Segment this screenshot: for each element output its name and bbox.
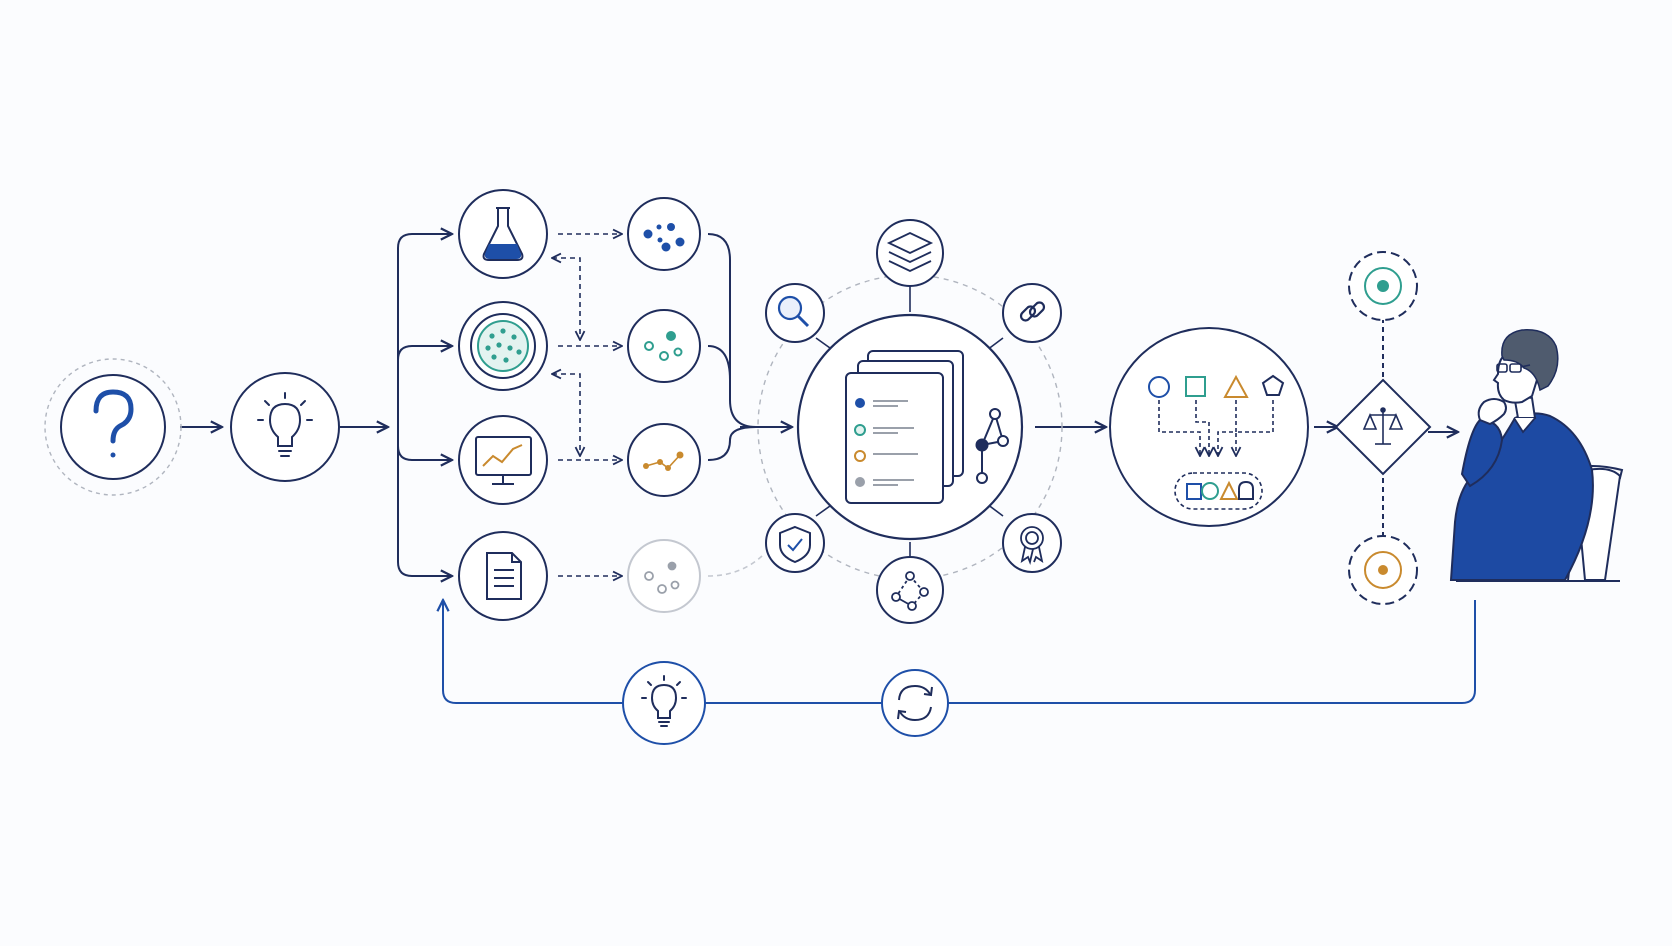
layers-icon: [886, 232, 934, 272]
teal-dots-icon: [644, 331, 683, 361]
satellite-magnifier: [765, 283, 825, 343]
source-monitor-node: [458, 415, 548, 505]
blue-dots-icon: [643, 223, 685, 252]
branch-to-monitor: [397, 445, 452, 460]
merge-low: [707, 426, 757, 461]
document-icon: [486, 552, 522, 600]
shield-check-icon: [779, 525, 811, 564]
satellite-award: [1002, 513, 1062, 573]
source-document-node: [458, 531, 548, 621]
evidence-amber-node: [627, 423, 701, 497]
refresh-cycle-icon: [897, 684, 933, 722]
connectors: [180, 234, 1458, 576]
glasses: [1496, 363, 1531, 373]
scales-icon: [1362, 407, 1404, 445]
source-petri-node: [458, 301, 548, 391]
flask-icon: [482, 207, 524, 261]
graph-nodes-icon: [975, 408, 1009, 484]
magnifier-icon: [777, 295, 810, 328]
stacked-documents-icon: [845, 350, 964, 504]
evidence-gray-node: [627, 539, 701, 613]
merge-mid: [707, 345, 731, 381]
question-node: [44, 358, 182, 496]
hub-orbit-ring: [757, 274, 1063, 580]
link-icon: [1019, 301, 1046, 322]
person-collar: [1513, 417, 1536, 434]
branch-to-document: [397, 561, 452, 576]
satellite-network: [876, 556, 944, 624]
gray-dots-icon: [644, 561, 680, 594]
idea-node: [230, 372, 340, 482]
sorting-node: [1109, 327, 1309, 527]
satellite-shield: [765, 513, 825, 573]
source-flask-node: [458, 189, 548, 279]
cross-link-2: [552, 374, 580, 456]
gray-evidence-link: [707, 555, 763, 577]
satellite-link: [1002, 283, 1062, 343]
satellite-layers: [876, 219, 944, 287]
merge-top: [707, 233, 757, 428]
amber-target-icon: [1364, 551, 1402, 589]
option-amber-node: [1348, 535, 1418, 605]
lightbulb-icon: [641, 675, 687, 727]
amber-trend-icon: [643, 451, 684, 471]
monitor-chart-icon: [475, 436, 532, 485]
option-teal-node: [1348, 251, 1418, 321]
teal-target-icon: [1364, 267, 1402, 305]
cross-link-1: [552, 258, 580, 340]
judgement-node: [1334, 378, 1432, 476]
feedback-cycle-node: [881, 669, 949, 737]
person-hand: [1477, 398, 1507, 426]
synthesis-hub: [796, 313, 1024, 541]
evidence-blue-node: [627, 197, 701, 271]
evidence-teal-node: [627, 309, 701, 383]
lightbulb-icon: [257, 392, 313, 457]
petri-dish-icon: [477, 320, 529, 372]
feedback-idea-node: [622, 661, 706, 745]
person-arm: [1460, 418, 1504, 488]
evidence-dashed-links: [552, 234, 763, 577]
award-ribbon-icon: [1020, 526, 1044, 566]
branch-to-petri: [397, 346, 452, 361]
shape-sorting-icon: [1148, 374, 1285, 510]
network-icon: [891, 571, 929, 611]
feedback-loop-line: [443, 600, 1476, 704]
thinking-person-icon: [1449, 329, 1624, 582]
question-mark-icon: [93, 389, 134, 458]
branch-trunk: [397, 234, 452, 249]
